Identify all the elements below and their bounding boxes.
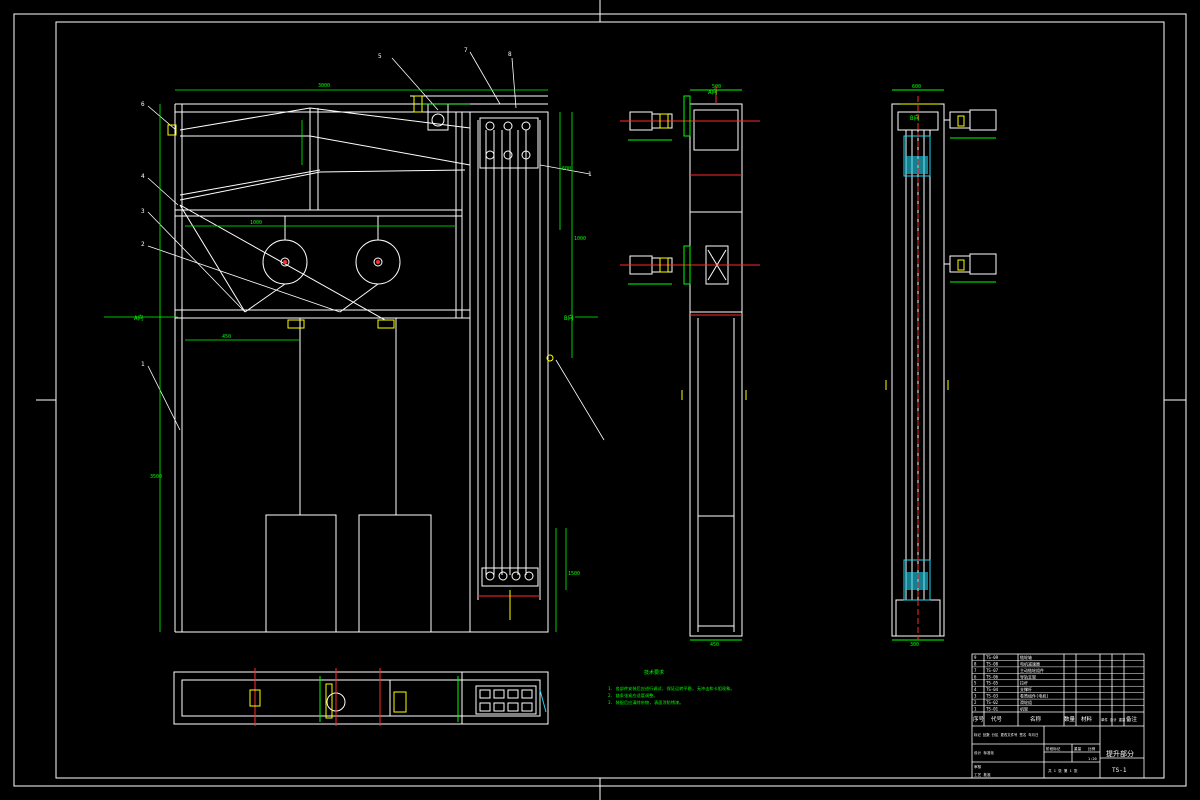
tb-hdr-name: 名称 xyxy=(1030,715,1042,723)
title-block-cell-name: 机架 xyxy=(1020,706,1028,712)
bottom-plan-accents xyxy=(249,668,547,726)
tb-drawing-name: 提升部分 xyxy=(1106,749,1134,758)
callout-4: 4 xyxy=(141,173,145,180)
title-block-cell-name: 支撑杆 xyxy=(1020,686,1032,692)
title-block-cell-code: TS-03 xyxy=(986,694,999,699)
callout-2: 2 xyxy=(141,241,145,248)
title-block-cell-name: 链轮轴 xyxy=(1020,654,1032,660)
side-view xyxy=(629,103,743,637)
title-block-cell-name: 电机减速器 xyxy=(1020,660,1040,666)
side-view-accents xyxy=(620,86,760,641)
callout-7: 7 xyxy=(464,47,468,54)
tb-lower-r3: 审核 xyxy=(974,764,982,769)
front-view xyxy=(174,95,549,633)
title-block-cell-name: 卷筒组件(电机) xyxy=(1020,693,1049,699)
dim-mid-width: 1000 xyxy=(250,220,262,226)
end-view-accents xyxy=(885,89,996,641)
title-block xyxy=(971,653,1145,779)
section-marks: A向 B向 A向 B向 xyxy=(134,88,920,322)
tb-hdr-remark: 备注 xyxy=(1126,715,1138,723)
dimension-text: 3000 1000 450 3500 600 1000 1500 500 600… xyxy=(150,83,921,648)
title-block-cell-seq: 6 xyxy=(974,674,977,679)
tb-scale: 比例 xyxy=(1088,746,1096,751)
tb-hdr-code: 代号 xyxy=(991,715,1003,723)
dim-view2-b: 450 xyxy=(710,642,719,648)
title-block-text: 序号 代号 名称 数量 材料 单件 总计 重量 备注 提升部分 TS-1 标记 … xyxy=(973,715,1138,777)
sheet-frame xyxy=(13,0,1187,800)
front-view-dimensions xyxy=(104,89,598,632)
dim-view3-w: 600 xyxy=(912,84,921,90)
dim-right-h2: 1000 xyxy=(574,236,586,242)
tb-stage: 阶段标记 xyxy=(1046,746,1061,751)
tb-lower-r1: 标记 处数 分区 更改文件号 签名 年月日 xyxy=(974,732,1038,737)
tb-weight: 重量 xyxy=(1074,746,1082,751)
callout-3: 3 xyxy=(141,208,145,215)
title-block-cell-seq: 9 xyxy=(974,655,977,660)
tech-note-2: 2. 链条张紧应适度调整。 xyxy=(608,692,657,699)
technical-notes: 技术要求 1. 各部件安装后应进行调试, 保证运转平稳, 无冲击和卡阻现象。 2… xyxy=(608,669,735,706)
dim-top-width: 3000 xyxy=(318,83,330,89)
bottom-plan-view xyxy=(173,671,549,725)
title-block-cell-seq: 4 xyxy=(974,687,977,692)
section-mark-a: A向 xyxy=(134,314,144,322)
dim-right-h3: 1500 xyxy=(568,571,580,577)
title-block-cell-seq: 8 xyxy=(974,661,977,666)
end-view xyxy=(891,103,997,637)
callout-leaders xyxy=(147,51,605,441)
title-block-cell-code: TS-01 xyxy=(986,707,999,712)
title-block-cell-code: TS-09 xyxy=(986,655,999,660)
title-block-cell-code: TS-06 xyxy=(986,674,999,679)
title-block-cell-seq: 3 xyxy=(974,694,977,699)
tech-note-3: 3. 装配后应清除杂物, 表面涂防锈漆。 xyxy=(608,699,683,706)
dim-right-h1: 600 xyxy=(562,166,571,172)
title-block-cell-code: TS-08 xyxy=(986,661,999,666)
dim-height: 3500 xyxy=(150,474,162,480)
front-view-accents xyxy=(167,95,554,620)
tb-lower-r2: 设计 标准化 xyxy=(974,750,995,755)
tb-hdr-material: 材料 xyxy=(1081,715,1093,723)
tb-drawing-no: TS-1 xyxy=(1112,767,1127,774)
title-block-cell-name: 滑轮组 xyxy=(1020,699,1032,705)
tb-hdr-qty: 数量 xyxy=(1064,715,1076,723)
section-mark-b: B向 xyxy=(564,314,574,322)
callout-5: 5 xyxy=(378,53,382,60)
title-block-cell-code: TS-07 xyxy=(986,668,999,673)
title-block-rows: 9 TS-09 链轮轴 8 TS-08 电机减速器 7 TS-07 主动链轮组件 6 TS-06 导轨… xyxy=(972,654,1144,712)
title-block-cell-name: 导轨支架 xyxy=(1020,673,1036,679)
title-block-cell-seq: 1 xyxy=(974,707,977,712)
title-block-cell-code: TS-04 xyxy=(986,687,999,692)
callout-numbers: 6 7 8 5 4 3 2 1 1 xyxy=(141,47,592,368)
title-block-cell-code: TS-02 xyxy=(986,700,999,705)
callout-6: 6 xyxy=(141,101,145,108)
title-block-cell-name: 拉杆 xyxy=(1020,680,1028,686)
tb-hdr-seq: 序号 xyxy=(973,715,985,723)
title-block-cell-code: TS-05 xyxy=(986,681,999,686)
tb-sheet: 共 1 张 第 1 张 xyxy=(1048,768,1078,773)
section-mark-d: B向 xyxy=(910,114,920,122)
title-block-cell-name: 主动链轮组件 xyxy=(1020,667,1044,673)
title-block-cell-seq: 2 xyxy=(974,700,977,705)
callout-1b: 1 xyxy=(588,171,592,178)
dim-low-width: 450 xyxy=(222,334,231,340)
tech-note-1: 1. 各部件安装后应进行调试, 保证运转平稳, 无冲击和卡阻现象。 xyxy=(608,685,735,692)
dim-view3-b: 300 xyxy=(910,642,919,648)
title-block-cell-seq: 5 xyxy=(974,681,977,686)
dim-view2-w: 500 xyxy=(712,84,721,90)
callout-8: 8 xyxy=(508,51,512,58)
title-block-cell-seq: 7 xyxy=(974,668,977,673)
tb-hdr-weight: 单件 总计 重量 xyxy=(1101,717,1126,722)
tb-scale-val: 1:20 xyxy=(1088,757,1097,761)
section-mark-c: A向 xyxy=(708,88,718,96)
tech-notes-heading: 技术要求 xyxy=(644,669,664,676)
callout-1: 1 xyxy=(141,361,145,368)
tb-lower-r4: 工艺 批准 xyxy=(974,772,991,777)
